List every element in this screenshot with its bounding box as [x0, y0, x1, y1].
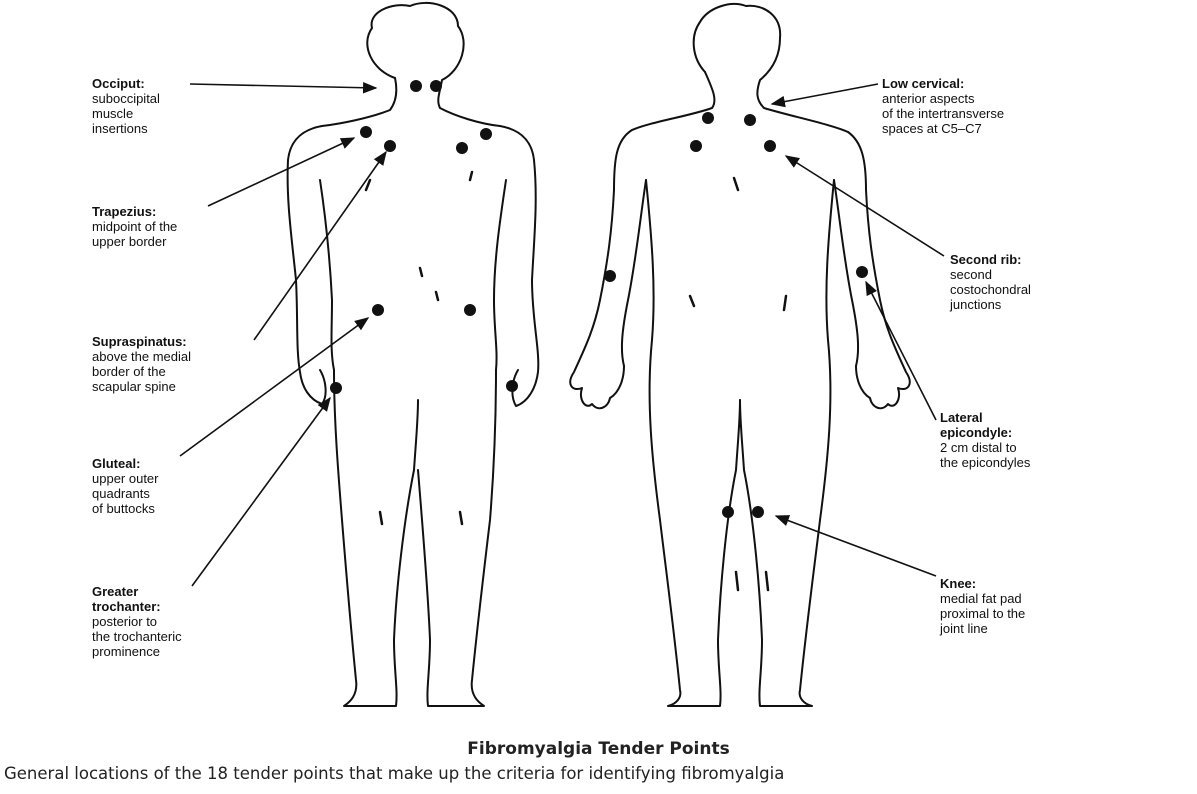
label-heading: Lateral	[940, 410, 1030, 425]
label-heading: trochanter:	[92, 599, 182, 614]
tender-point	[764, 140, 776, 152]
label-line: medial fat pad	[940, 591, 1025, 606]
tender-point	[410, 80, 422, 92]
label-line: anterior aspects	[882, 91, 1004, 106]
tender-point	[722, 506, 734, 518]
label-line: suboccipital	[92, 91, 160, 106]
label-line: the trochanteric	[92, 629, 182, 644]
tender-point	[330, 382, 342, 394]
label-low-cervical: Low cervical: anterior aspects of the in…	[882, 76, 1004, 136]
tender-point	[464, 304, 476, 316]
label-heading: Trapezius:	[92, 204, 177, 219]
tender-point	[506, 380, 518, 392]
detail-marks	[366, 172, 786, 590]
label-line: of the intertransverse	[882, 106, 1004, 121]
label-knee: Knee: medial fat pad proximal to the joi…	[940, 576, 1025, 636]
tender-point	[752, 506, 764, 518]
tender-point	[744, 114, 756, 126]
label-line: insertions	[92, 121, 160, 136]
label-heading: Occiput:	[92, 76, 160, 91]
back-head	[367, 3, 500, 126]
label-line: midpoint of the	[92, 219, 177, 234]
tender-point	[456, 142, 468, 154]
label-line: costochondral	[950, 282, 1031, 297]
tender-point	[480, 128, 492, 140]
front-head	[694, 4, 848, 132]
tender-points	[330, 80, 868, 518]
label-line: proximal to the	[940, 606, 1025, 621]
caption-subtitle: General locations of the 18 tender point…	[0, 764, 1197, 783]
tender-point	[360, 126, 372, 138]
label-line: upper outer	[92, 471, 159, 486]
back-view-figure	[288, 3, 539, 706]
caption-title: Fibromyalgia Tender Points	[0, 739, 1197, 759]
label-heading: Greater	[92, 584, 182, 599]
label-greater-trochanter: Greater trochanter: posterior to the tro…	[92, 584, 182, 659]
label-heading: Gluteal:	[92, 456, 159, 471]
label-supraspinatus: Supraspinatus: above the medial border o…	[92, 334, 191, 394]
label-line: of buttocks	[92, 501, 159, 516]
label-line: junctions	[950, 297, 1031, 312]
label-line: posterior to	[92, 614, 182, 629]
tender-point	[702, 112, 714, 124]
label-line: the epicondyles	[940, 455, 1030, 470]
tender-point	[372, 304, 384, 316]
label-heading: Supraspinatus:	[92, 334, 191, 349]
label-line: second	[950, 267, 1031, 282]
tender-point	[604, 270, 616, 282]
label-second-rib: Second rib: second costochondral junctio…	[950, 252, 1031, 312]
label-line: quadrants	[92, 486, 159, 501]
label-line: scapular spine	[92, 379, 191, 394]
label-line: joint line	[940, 621, 1025, 636]
label-line: above the medial	[92, 349, 191, 364]
tender-point	[430, 80, 442, 92]
label-line: 2 cm distal to	[940, 440, 1030, 455]
label-line: spaces at C5–C7	[882, 121, 1004, 136]
label-line: muscle	[92, 106, 160, 121]
leader-lines	[180, 84, 944, 586]
label-heading: Knee:	[940, 576, 1025, 591]
tender-point	[856, 266, 868, 278]
label-line: upper border	[92, 234, 177, 249]
label-occiput: Occiput: suboccipital muscle insertions	[92, 76, 160, 136]
label-line: border of the	[92, 364, 191, 379]
label-heading: Low cervical:	[882, 76, 1004, 91]
label-line: prominence	[92, 644, 182, 659]
tender-point	[690, 140, 702, 152]
label-trapezius: Trapezius: midpoint of the upper border	[92, 204, 177, 249]
label-heading: epicondyle:	[940, 425, 1030, 440]
label-lateral-epicondyle: Lateral epicondyle: 2 cm distal to the e…	[940, 410, 1030, 470]
label-gluteal: Gluteal: upper outer quadrants of buttoc…	[92, 456, 159, 516]
tender-point	[384, 140, 396, 152]
front-view-figure	[570, 4, 909, 706]
label-heading: Second rib:	[950, 252, 1031, 267]
